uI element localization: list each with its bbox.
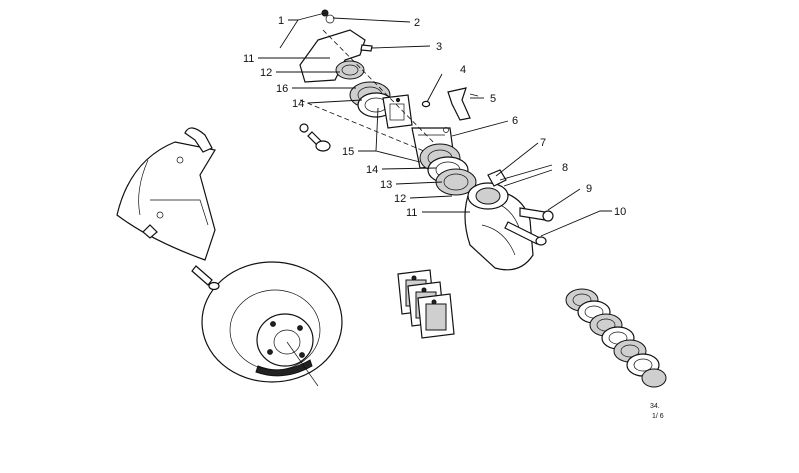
callout-1: 1 — [278, 15, 284, 27]
callout-3: 3 — [436, 41, 442, 53]
callout-11-upper: 11 — [243, 53, 254, 65]
dust-shield[interactable] — [116, 127, 216, 261]
callout-13: 13 — [380, 179, 392, 191]
callout-4: 4 — [460, 64, 466, 76]
brake-pad-upper[interactable] — [382, 94, 413, 129]
caliper-bolt-left[interactable] — [299, 123, 331, 152]
spring-clip[interactable] — [447, 87, 479, 121]
retaining-pin[interactable] — [421, 100, 431, 108]
mounting-bolt[interactable] — [504, 221, 547, 246]
callout-2: 2 — [414, 17, 420, 29]
callout-12-lower: 12 — [394, 193, 406, 205]
callout-12-upper: 12 — [260, 67, 272, 79]
callout-10: 10 — [614, 206, 626, 218]
drawing-code: 34. 1/ 6 — [650, 403, 664, 420]
callout-9: 9 — [586, 183, 592, 195]
brake-disc[interactable] — [201, 261, 343, 387]
callout-14-upper: 14 — [292, 98, 304, 110]
caliper-upper[interactable] — [299, 9, 373, 83]
callout-14-lower: 14 — [366, 164, 378, 176]
brake-pad-set[interactable] — [397, 269, 455, 339]
drawing-code-line1: 34. — [650, 403, 660, 410]
guide-bolt[interactable] — [519, 207, 554, 222]
callout-labels: 1 2 3 4 5 6 7 8 9 10 11 12 16 14 15 14 1… — [243, 15, 626, 219]
callout-15: 15 — [342, 146, 354, 158]
caliper-lower[interactable] — [464, 169, 534, 271]
callout-11-lower: 11 — [406, 207, 417, 219]
drawing-code-line2: 1/ 6 — [652, 413, 664, 420]
callout-6: 6 — [512, 115, 518, 127]
seal-kit[interactable] — [565, 288, 667, 388]
leader-lines — [258, 12, 612, 237]
callout-5: 5 — [490, 93, 496, 105]
seal-stack[interactable] — [419, 143, 477, 196]
disc-bolt[interactable] — [191, 265, 220, 291]
callout-7: 7 — [540, 137, 546, 149]
callout-8: 8 — [562, 162, 568, 174]
callout-16: 16 — [276, 83, 288, 95]
